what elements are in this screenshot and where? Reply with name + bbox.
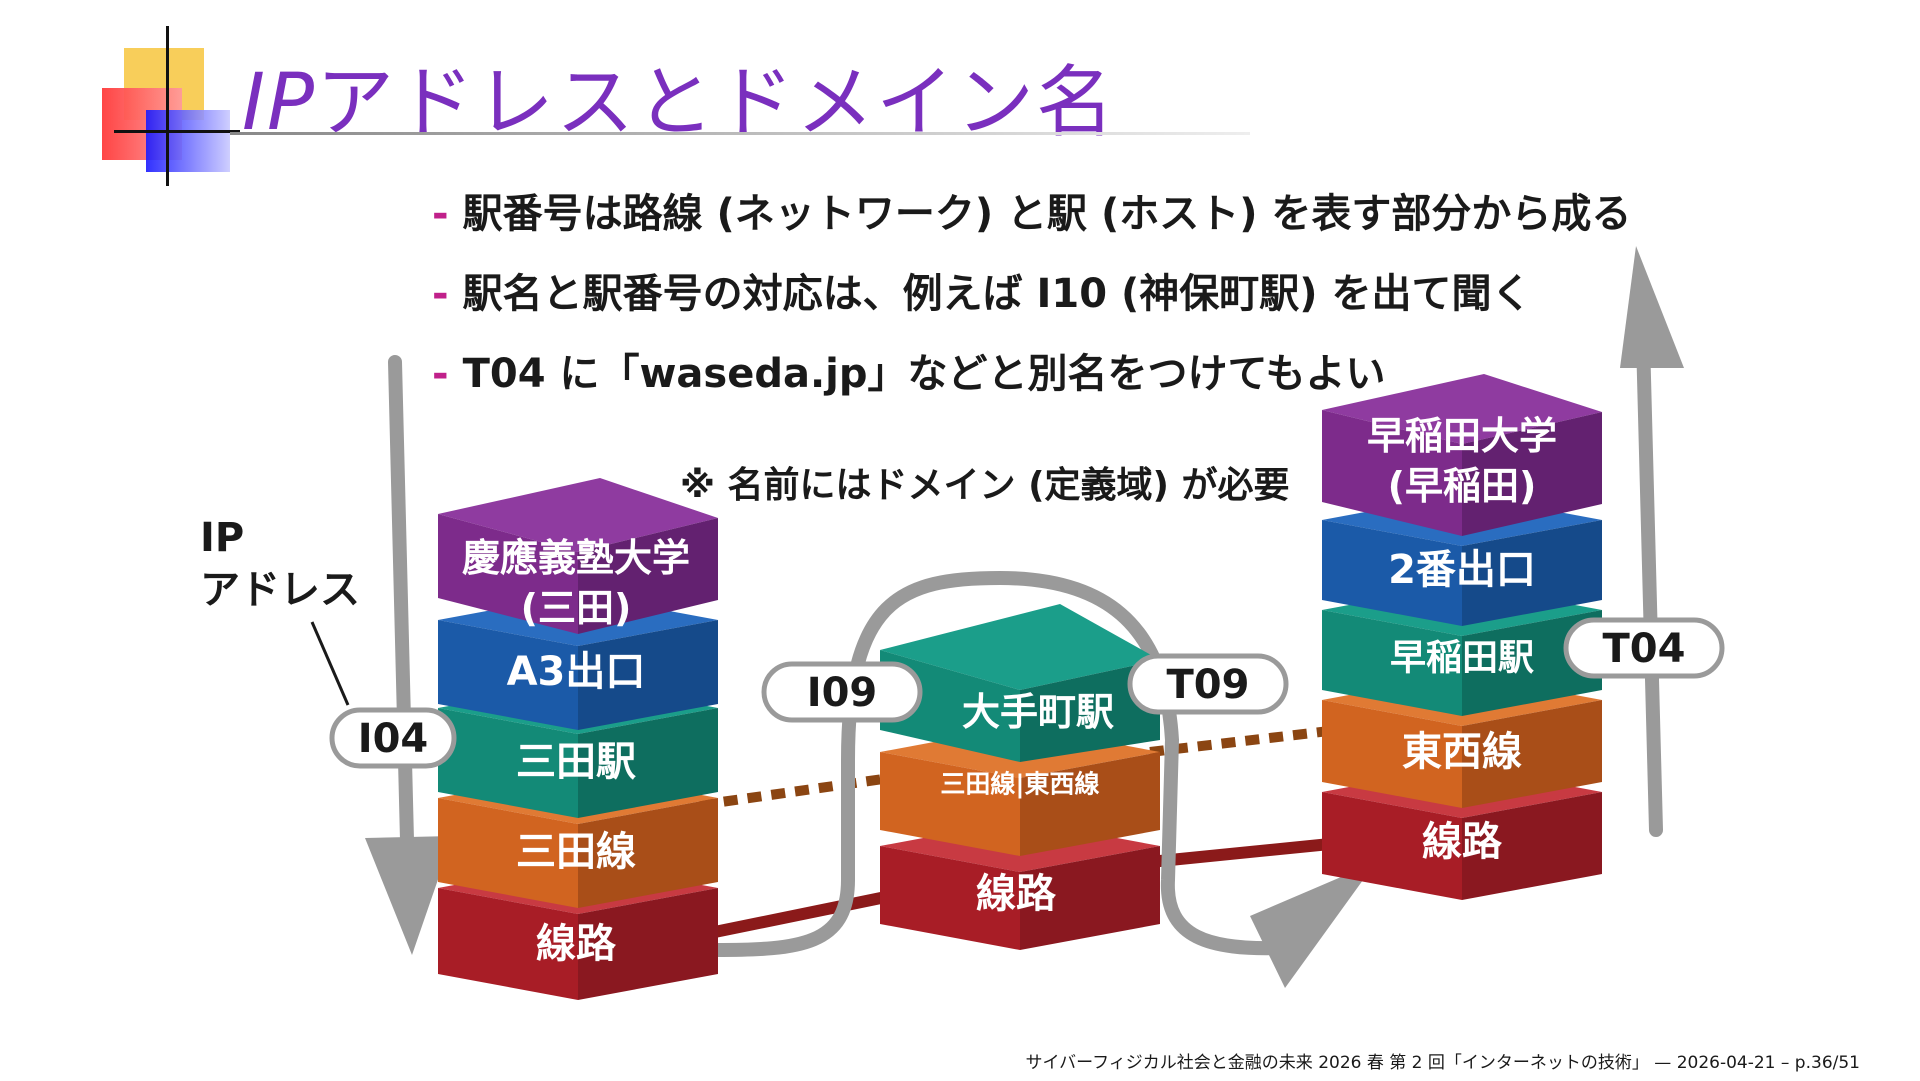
- down-arrow-shaft: [388, 355, 415, 887]
- route-arrow-head: [1250, 862, 1376, 988]
- middle-rail-front-right: [1020, 846, 1160, 950]
- left-rail-front-right: [578, 888, 718, 1000]
- ip-address-label-line1: IP: [200, 515, 245, 561]
- left-exit-label: A3出口: [507, 649, 646, 695]
- bullet-dash: -: [432, 191, 449, 237]
- left-station-label: 三田駅: [516, 739, 636, 785]
- right-line-front-left: [1322, 700, 1462, 808]
- right-top-label-2: (早稲田): [1388, 464, 1537, 508]
- dotted-connection-right: [1149, 723, 1356, 757]
- left-line-front-left: [438, 798, 578, 908]
- middle-rail-front-left: [880, 846, 1020, 950]
- logo-horizontal-line: [114, 130, 240, 133]
- right-station-front-left: [1322, 610, 1462, 716]
- title-underline: [230, 132, 1250, 135]
- label-pill-t09: [1127, 653, 1289, 715]
- left-top-label-1: 慶應義塾大学: [462, 536, 690, 580]
- up-arrow-shaft: [1636, 333, 1663, 837]
- label-i04: I04: [358, 716, 429, 762]
- left-top-top: [438, 478, 718, 552]
- right-rail-front-right: [1462, 792, 1602, 900]
- left-top-label-2: (三田): [521, 586, 632, 630]
- right-exit-label: 2番出口: [1388, 547, 1536, 593]
- bullet-list: -駅番号は路線 (ネットワーク) と駅 (ホスト) を表す部分から成る -駅名と…: [432, 186, 1631, 426]
- left-rail-label: 線路: [536, 921, 617, 967]
- middle-line-front-left: [880, 752, 1020, 856]
- middle-line-front-right: [1020, 752, 1160, 856]
- right-exit-front-left: [1322, 520, 1462, 626]
- right-top-front-left: [1322, 410, 1462, 536]
- bullet-text: T04 に「waseda.jp」などと別名をつけてもよい: [462, 351, 1386, 397]
- left-line-front-right: [578, 798, 718, 908]
- right-top-front-right: [1462, 412, 1602, 536]
- left-station-front-left: [438, 708, 578, 818]
- bullet-text: 駅番号は路線 (ネットワーク) と駅 (ホスト) を表す部分から成る: [462, 191, 1632, 237]
- left-top-front-left: [438, 514, 578, 634]
- down-arrow-head: [365, 836, 453, 955]
- label-t04: T04: [1603, 626, 1686, 672]
- right-line-label: 東西線: [1402, 729, 1522, 775]
- left-top-front-right: [578, 518, 718, 634]
- ip-address-pointer: [310, 621, 350, 706]
- left-exit-front-left: [438, 620, 578, 730]
- bullet-item: -駅名と駅番号の対応は、例えば I10 (神保町駅) を出て聞く: [432, 266, 1631, 346]
- label-pill-i04: [329, 707, 457, 769]
- middle-station-front-right: [1020, 660, 1160, 762]
- label-pill-i09: [761, 661, 923, 723]
- slide-footer: サイバーフィジカル社会と金融の未来 2026 春 第 2 回「インターネットの技…: [1025, 1053, 1861, 1073]
- left-exit-front-right: [578, 620, 718, 730]
- bullet-dash: -: [432, 271, 449, 317]
- domain-note: ※ 名前にはドメイン (定義域) が必要: [680, 465, 1290, 506]
- left-rail-front-left: [438, 888, 578, 1000]
- dotted-connection-left: [699, 773, 891, 810]
- ip-address-label: IP アドレス: [200, 512, 360, 616]
- right-top-top: [1322, 374, 1602, 444]
- label-pill-t04: [1563, 617, 1725, 679]
- logo-decoration: [100, 26, 240, 186]
- left-station-front-right: [578, 708, 718, 818]
- right-top-label-1: 早稲田大学: [1367, 414, 1557, 458]
- left-line-label: 三田線: [516, 829, 636, 875]
- logo-blue-square: [146, 110, 230, 172]
- label-i09: I09: [807, 670, 878, 716]
- middle-rail-label: 線路: [976, 871, 1057, 917]
- route-path: [709, 570, 1287, 957]
- label-t09: T09: [1167, 662, 1250, 708]
- right-rail-label: 線路: [1422, 819, 1503, 865]
- right-rail-front-left: [1322, 792, 1462, 900]
- bullet-item: -駅番号は路線 (ネットワーク) と駅 (ホスト) を表す部分から成る: [432, 186, 1631, 266]
- right-line-front-right: [1462, 700, 1602, 808]
- middle-line-label: 三田線|東西線: [940, 770, 1099, 799]
- up-arrow-head: [1620, 246, 1684, 368]
- right-exit-front-right: [1462, 520, 1602, 626]
- middle-station-label: 大手町駅: [962, 690, 1114, 734]
- ip-address-label-line2: アドレス: [200, 567, 360, 613]
- right-station-label: 早稲田駅: [1390, 638, 1534, 679]
- logo-vertical-line: [166, 26, 169, 186]
- middle-station-top: [880, 604, 1160, 690]
- bullet-text: 駅名と駅番号の対応は、例えば I10 (神保町駅) を出て聞く: [462, 271, 1532, 317]
- bullet-item: -T04 に「waseda.jp」などと別名をつけてもよい: [432, 346, 1631, 426]
- bullet-dash: -: [432, 351, 449, 397]
